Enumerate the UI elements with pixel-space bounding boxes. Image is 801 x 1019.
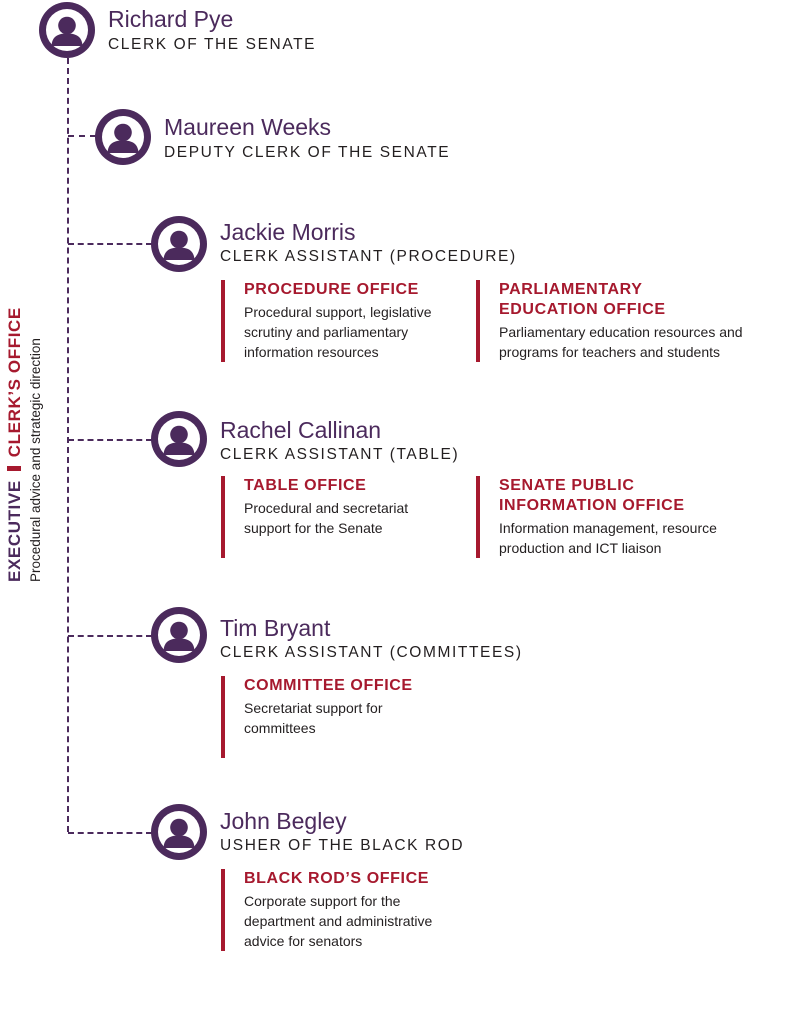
office-description: Secretariat support for committees — [244, 700, 383, 736]
person-title: CLERK ASSISTANT (PROCEDURE) — [220, 248, 517, 265]
org-tree-vertical-connector — [67, 58, 69, 832]
person-name: John Begley — [220, 808, 347, 834]
person-name: Tim Bryant — [220, 615, 331, 641]
senate-public-information-office: SENATE PUBLIC INFORMATION OFFICE Informa… — [476, 476, 717, 558]
side-label-heading: EXECUTIVE CLERK’S OFFICE — [4, 282, 26, 582]
connector-maureen-weeks — [68, 135, 96, 137]
person-avatar-icon — [39, 2, 95, 58]
person-title: CLERK OF THE SENATE — [108, 36, 317, 53]
office-name: TABLE OFFICE — [244, 477, 367, 494]
side-label-description: Procedural advice and strategic directio… — [28, 338, 43, 582]
person-title: CLERK ASSISTANT (COMMITTEES) — [220, 644, 523, 661]
office-description: Information management, resource product… — [499, 520, 717, 556]
person-name: Richard Pye — [108, 6, 234, 32]
person-name: Maureen Weeks — [164, 114, 332, 140]
person-avatar-icon — [151, 804, 207, 860]
executive-label: EXECUTIVE — [5, 480, 24, 582]
office-description: Parliamentary education resources and pr… — [499, 324, 743, 360]
person-avatar-icon — [151, 411, 207, 467]
person-name: Jackie Morris — [220, 219, 356, 245]
committee-office: COMMITTEE OFFICE Secretariat support for… — [221, 676, 413, 758]
office-name: SENATE PUBLIC INFORMATION OFFICE — [499, 477, 685, 514]
office-name: PARLIAMENTARY EDUCATION OFFICE — [499, 281, 666, 318]
parliamentary-education-office: PARLIAMENTARY EDUCATION OFFICE Parliamen… — [476, 280, 743, 362]
office-name: BLACK ROD’S OFFICE — [244, 870, 430, 887]
person-avatar-icon — [151, 216, 207, 272]
side-label-separator — [7, 466, 21, 472]
connector-john-begley — [68, 832, 152, 834]
person-avatar-icon — [95, 109, 151, 165]
office-description: Procedural and secretariat support for t… — [244, 500, 409, 536]
clerks-office-label: CLERK’S OFFICE — [5, 307, 24, 458]
procedure-office: PROCEDURE OFFICE Procedural support, leg… — [221, 280, 432, 362]
connector-tim-bryant — [68, 635, 152, 637]
office-description: Corporate support for the department and… — [244, 893, 433, 949]
person-title: DEPUTY CLERK OF THE SENATE — [164, 144, 451, 161]
person-title: CLERK ASSISTANT (TABLE) — [220, 446, 460, 463]
person-avatar-icon — [151, 607, 207, 663]
table-office: TABLE OFFICE Procedural and secretariat … — [221, 476, 408, 558]
office-name: PROCEDURE OFFICE — [244, 281, 419, 298]
connector-rachel-callinan — [68, 439, 152, 441]
office-description: Procedural support, legislative scrutiny… — [244, 304, 432, 360]
side-label: EXECUTIVE CLERK’S OFFICE Procedural advic… — [4, 282, 54, 582]
connector-jackie-morris — [68, 243, 152, 245]
office-name: COMMITTEE OFFICE — [244, 677, 413, 694]
person-name: Rachel Callinan — [220, 417, 382, 443]
person-title: USHER OF THE BLACK ROD — [220, 837, 465, 854]
black-rods-office: BLACK ROD’S OFFICE Corporate support for… — [221, 869, 432, 951]
